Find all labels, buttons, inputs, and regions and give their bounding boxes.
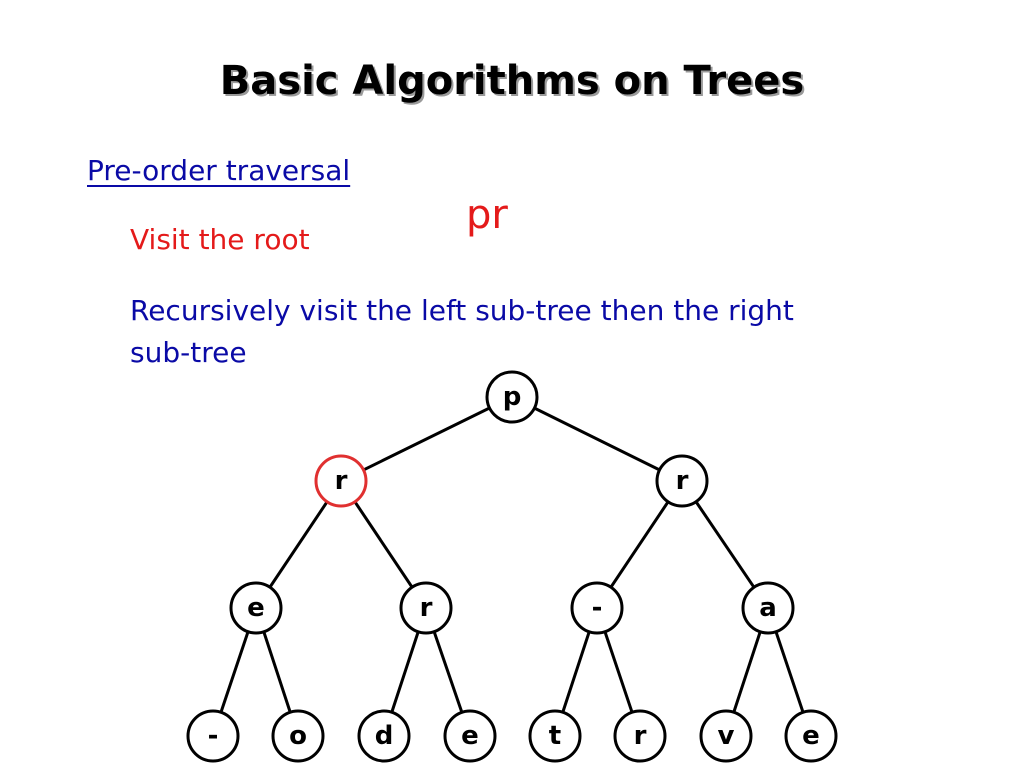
tree-node-label: e (247, 593, 265, 623)
tree-node-label: o (289, 721, 307, 751)
tree-node-circle-highlighted (314, 454, 368, 508)
step-visit-root: Visit the root (130, 223, 310, 256)
tree-node-circle (271, 709, 325, 763)
tree-node: e (784, 709, 838, 763)
tree-node-label: e (802, 721, 820, 751)
traversal-output: pr (466, 192, 508, 238)
tree-node: e (443, 709, 497, 763)
tree-node: p (485, 370, 539, 424)
tree-node-circle (699, 709, 753, 763)
tree-node-circle (229, 581, 283, 635)
tree-node: a (741, 581, 795, 635)
step-recursive-visit: Recursively visit the left sub-tree then… (130, 294, 794, 369)
tree-node: e (229, 581, 283, 635)
tree-node-circle (784, 709, 838, 763)
tree-node-circle (485, 370, 539, 424)
tree-node-label: r (335, 466, 348, 496)
tree-node-circle (399, 581, 453, 635)
tree-node-circle (528, 709, 582, 763)
tree-node: o (271, 709, 325, 763)
tree-node-label: - (592, 593, 603, 623)
tree-node-label: d (375, 721, 394, 751)
tree-edges (211, 395, 813, 737)
tree-node-label: e (461, 721, 479, 751)
tree-node: t (528, 709, 582, 763)
tree-node-label: r (420, 593, 433, 623)
tree-node-label: a (759, 593, 777, 623)
tree-node-label: r (676, 466, 689, 496)
tree-node: d (357, 709, 411, 763)
slide-title: Basic Algorithms on Trees (219, 58, 805, 104)
tree-node: r (314, 454, 368, 508)
tree-node-label: r (634, 721, 647, 751)
tree-node-label: t (549, 721, 561, 751)
tree-node-circle (570, 581, 624, 635)
tree-node-label: v (718, 721, 735, 751)
tree-node-circle (186, 709, 240, 763)
tree-node-label: - (208, 721, 219, 751)
tree-node-circle (655, 454, 709, 508)
tree-node: - (570, 581, 624, 635)
tree-edge (340, 395, 513, 483)
tree-node: r (399, 581, 453, 635)
tree-node: r (655, 454, 709, 508)
tree-node: - (186, 709, 240, 763)
tree-node-circle (443, 709, 497, 763)
section-heading: Pre-order traversal (87, 154, 351, 187)
tree-node: r (613, 709, 667, 763)
tree-node-label: p (503, 382, 522, 412)
tree-node: v (699, 709, 753, 763)
tree-node-circle (741, 581, 795, 635)
tree-node-circle (613, 709, 667, 763)
tree-nodes: p r r e r - a - o d e t r v e (186, 370, 838, 763)
tree-edge (511, 395, 683, 483)
tree-node-circle (357, 709, 411, 763)
